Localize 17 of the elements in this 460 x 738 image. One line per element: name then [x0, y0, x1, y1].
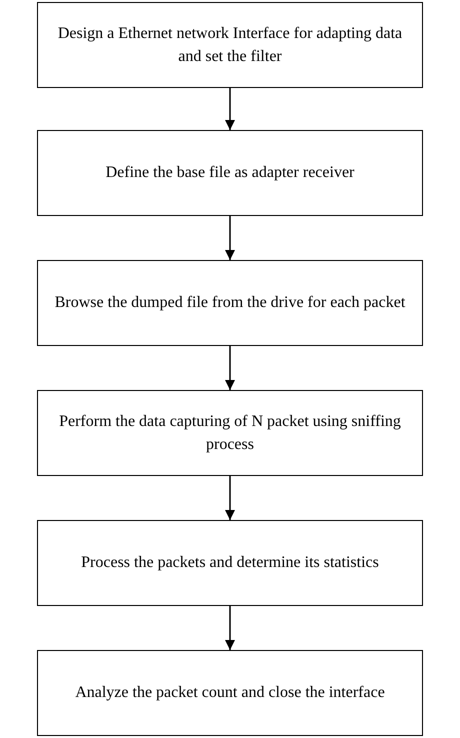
step-text: Design a Ethernet network Interface for adapting data and set the filter [56, 24, 404, 67]
step-text: Analyze the packet count and close the interface [75, 683, 385, 704]
arrow [225, 606, 235, 650]
process-box [37, 2, 423, 88]
process-box [37, 390, 423, 476]
step-text: Browse the dumped file from the drive for each packet [54, 293, 406, 314]
arrow [225, 346, 235, 390]
arrow [225, 88, 235, 130]
arrow [225, 476, 235, 520]
step-text: Process the packets and determine its statistics [81, 553, 379, 574]
step-text: Define the base file as adapter receiver [106, 163, 354, 184]
process-box [37, 650, 423, 736]
process-box [37, 130, 423, 216]
process-box [37, 520, 423, 606]
process-box [37, 260, 423, 346]
arrow [225, 216, 235, 260]
step-text: Perform the data capturing of N packet using sniffing process [58, 412, 402, 455]
